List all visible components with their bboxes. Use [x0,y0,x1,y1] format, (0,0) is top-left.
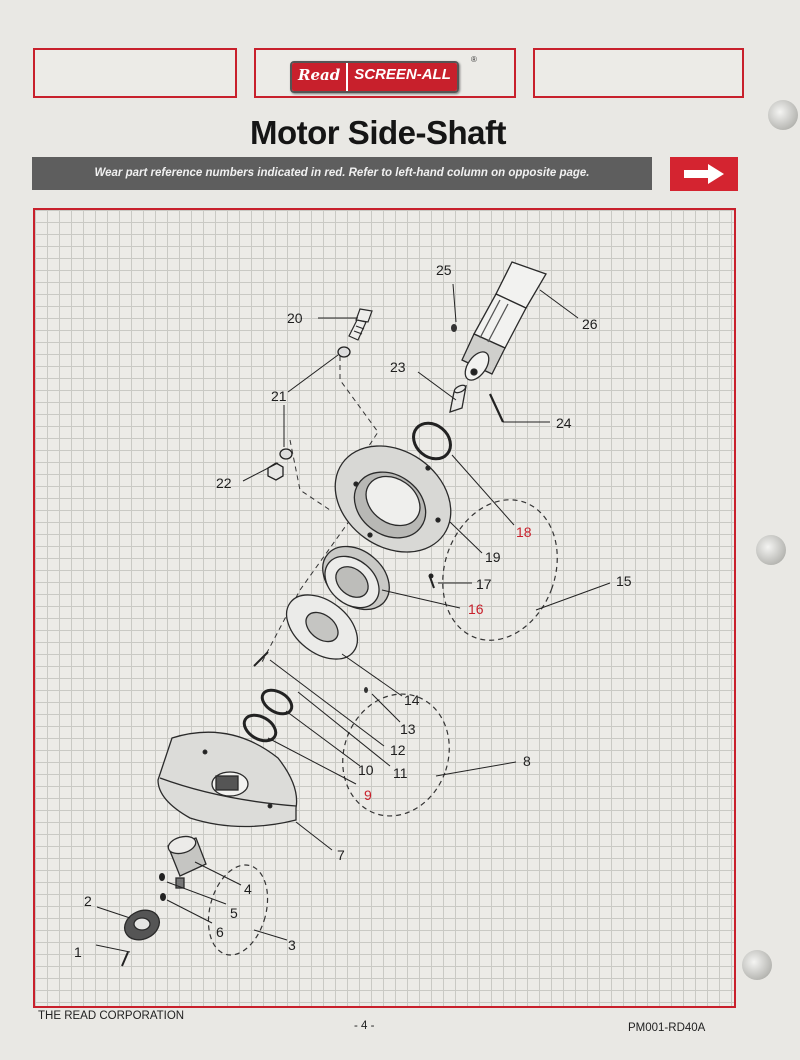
part-sprocket-hub [123,909,161,941]
diagram-grid-frame [33,208,736,1008]
part-bolt [348,308,373,341]
part-set-screw [489,393,504,423]
registered-mark: ® [471,55,477,64]
callout-14: 14 [404,692,420,708]
header-box-left [33,48,237,98]
part-guard-disc [157,731,298,828]
part-bearing-housing [334,445,452,553]
part-o-ring-upper [260,688,294,716]
part-hub-screw [121,951,129,967]
callout-16-wear-part: 16 [468,601,484,617]
binder-hole-middle [756,535,786,565]
leader-lines [95,283,611,953]
callout-20: 20 [287,310,303,326]
callout-1: 1 [74,944,82,960]
part-key [451,324,457,332]
callout-10: 10 [358,762,374,778]
assembly-lines [261,356,379,663]
callout-3: 3 [288,937,296,953]
binder-hole-bottom [742,950,772,980]
callout-22: 22 [216,475,232,491]
part-seal [412,421,452,461]
callout-21: 21 [271,388,287,404]
part-coupler [167,835,207,889]
callout-8: 8 [523,753,531,769]
callout-17: 17 [476,576,492,592]
callout-11: 11 [393,765,408,781]
callout-6: 6 [216,924,224,940]
part-washer-upper [337,346,351,358]
part-coupler-screw-upper [159,873,165,881]
part-o-ring-lower [242,713,278,743]
callout-7: 7 [337,847,345,863]
part-grease-fitting [428,573,435,589]
part-small-bolt [253,651,269,667]
wear-part-banner: Wear part reference numbers indicated in… [32,157,652,190]
callout-13: 13 [400,721,416,737]
group-ellipses [207,499,558,956]
callout-24: 24 [556,415,572,431]
callout-4: 4 [244,881,252,897]
next-page-arrow-button[interactable] [670,157,738,191]
callout-15: 15 [616,573,632,589]
logo-product: SCREEN-ALL [346,63,457,91]
logo-brand: Read [292,63,347,91]
arrow-right-icon [684,164,724,184]
callout-9-wear-part: 9 [364,787,372,803]
part-bearing [322,545,390,611]
callout-12: 12 [390,742,406,758]
callout-5: 5 [230,905,238,921]
callout-18-wear-part: 18 [516,524,532,540]
binder-hole-top [768,100,798,130]
footer-company: THE READ CORPORATION [38,1010,185,1022]
read-screen-all-logo: Read SCREEN-ALL [290,61,459,93]
callout-23: 23 [390,359,406,375]
footer-page-number: - 4 - [354,1020,375,1032]
part-motor-shaft [461,261,547,381]
part-nut [267,462,284,481]
part-coupler-screw-lower [160,893,166,901]
callout-2: 2 [84,893,92,909]
callout-25: 25 [436,262,452,278]
page-title: Motor Side-Shaft [250,114,506,151]
part-washer-lower [279,448,293,460]
callout-19: 19 [485,549,501,565]
part-pin [449,384,467,413]
part-retaining-plate [285,594,359,660]
callout-26: 26 [582,316,598,332]
header-box-right [533,48,744,98]
part-lock-washer [364,687,368,693]
footer-doc-code: PM001-RD40A [628,1022,706,1034]
